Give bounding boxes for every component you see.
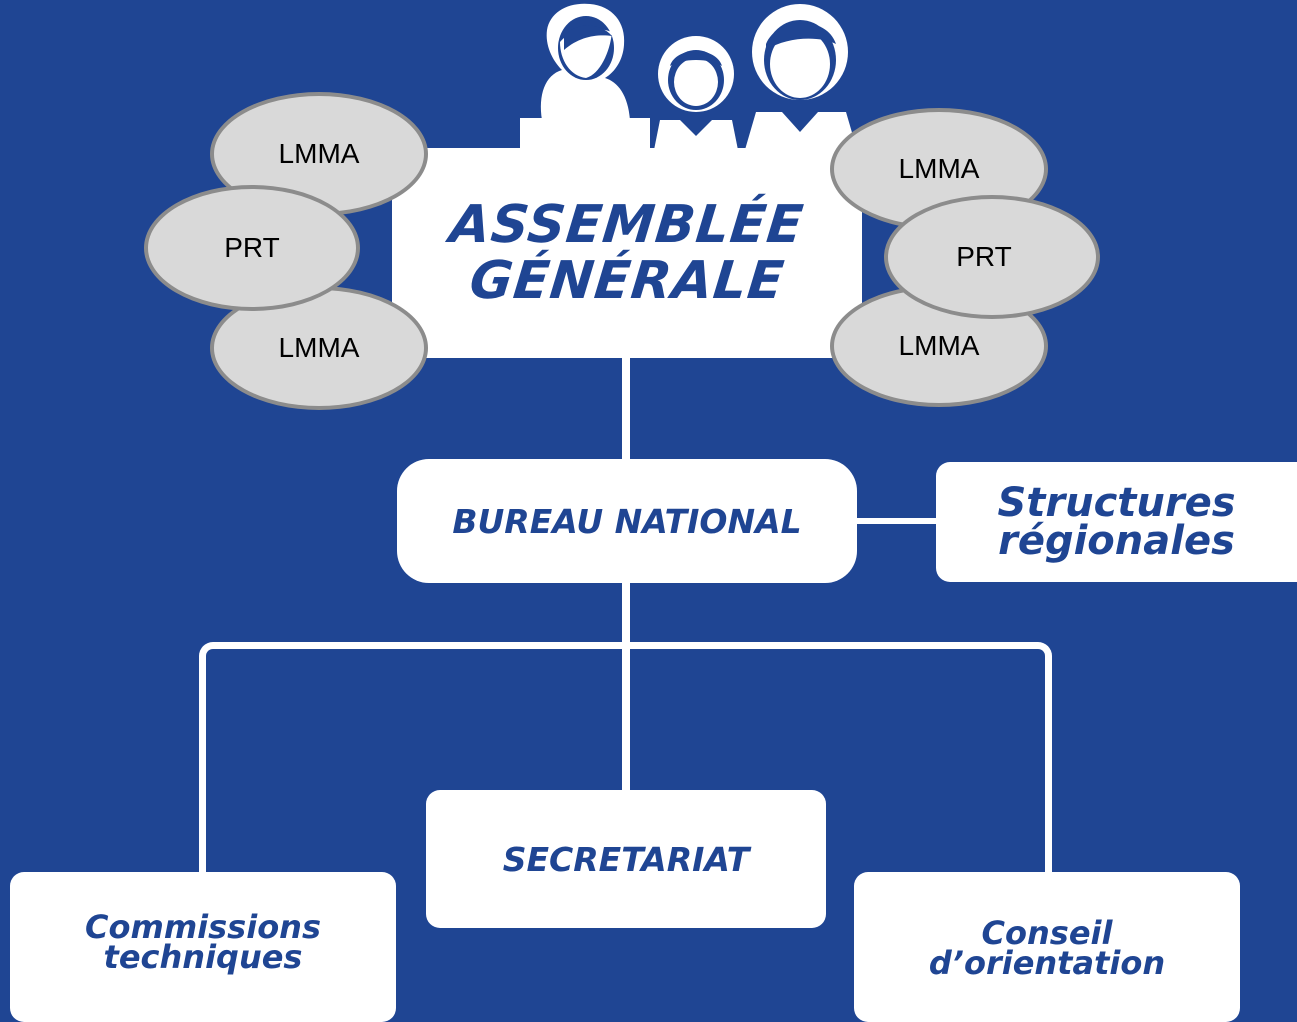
member-ellipse-left-middle: PRT [144, 185, 360, 311]
connector-bureau-regional [856, 518, 940, 524]
connector-branch-frame [199, 642, 1052, 882]
structures-regionales-line2: régionales [998, 518, 1235, 564]
member-label: PRT [956, 241, 1012, 272]
connector-bureau-down [622, 582, 630, 794]
secretariat-label: SECRETARIAT [502, 840, 750, 879]
assemblee-title-line1: ASSEMBLÉE [447, 195, 807, 255]
bureau-national-box: BUREAU NATIONAL [397, 459, 857, 583]
woman-icon [520, 3, 650, 160]
commissions-line1: Commissions [85, 908, 321, 946]
conseil-orientation-box: Conseil d’orientation [854, 872, 1240, 1022]
structures-regionales-box: Structures régionales [936, 462, 1297, 582]
commissions-line2: techniques [103, 938, 303, 976]
member-label: LMMA [898, 153, 980, 184]
member-label: PRT [224, 232, 280, 263]
man-icon [742, 4, 860, 160]
assemblee-generale-box: ASSEMBLÉE GÉNÉRALE [392, 148, 862, 358]
secretariat-box: SECRETARIAT [426, 790, 826, 928]
member-label: LMMA [278, 138, 360, 169]
people-icon-group [520, 3, 860, 160]
assemblee-title-line2: GÉNÉRALE [466, 251, 788, 311]
structures-regionales-line1: Structures [997, 480, 1236, 526]
connector-assembly-bureau [622, 356, 630, 462]
bureau-national-label: BUREAU NATIONAL [452, 501, 802, 541]
commissions-techniques-box: Commissions techniques [10, 872, 396, 1022]
child-icon [652, 36, 740, 160]
member-label: LMMA [278, 332, 360, 363]
conseil-line1: Conseil [981, 914, 1113, 952]
member-label: LMMA [898, 330, 980, 361]
member-ellipse-right-middle: PRT [884, 195, 1100, 319]
conseil-line2: d’orientation [928, 944, 1166, 982]
